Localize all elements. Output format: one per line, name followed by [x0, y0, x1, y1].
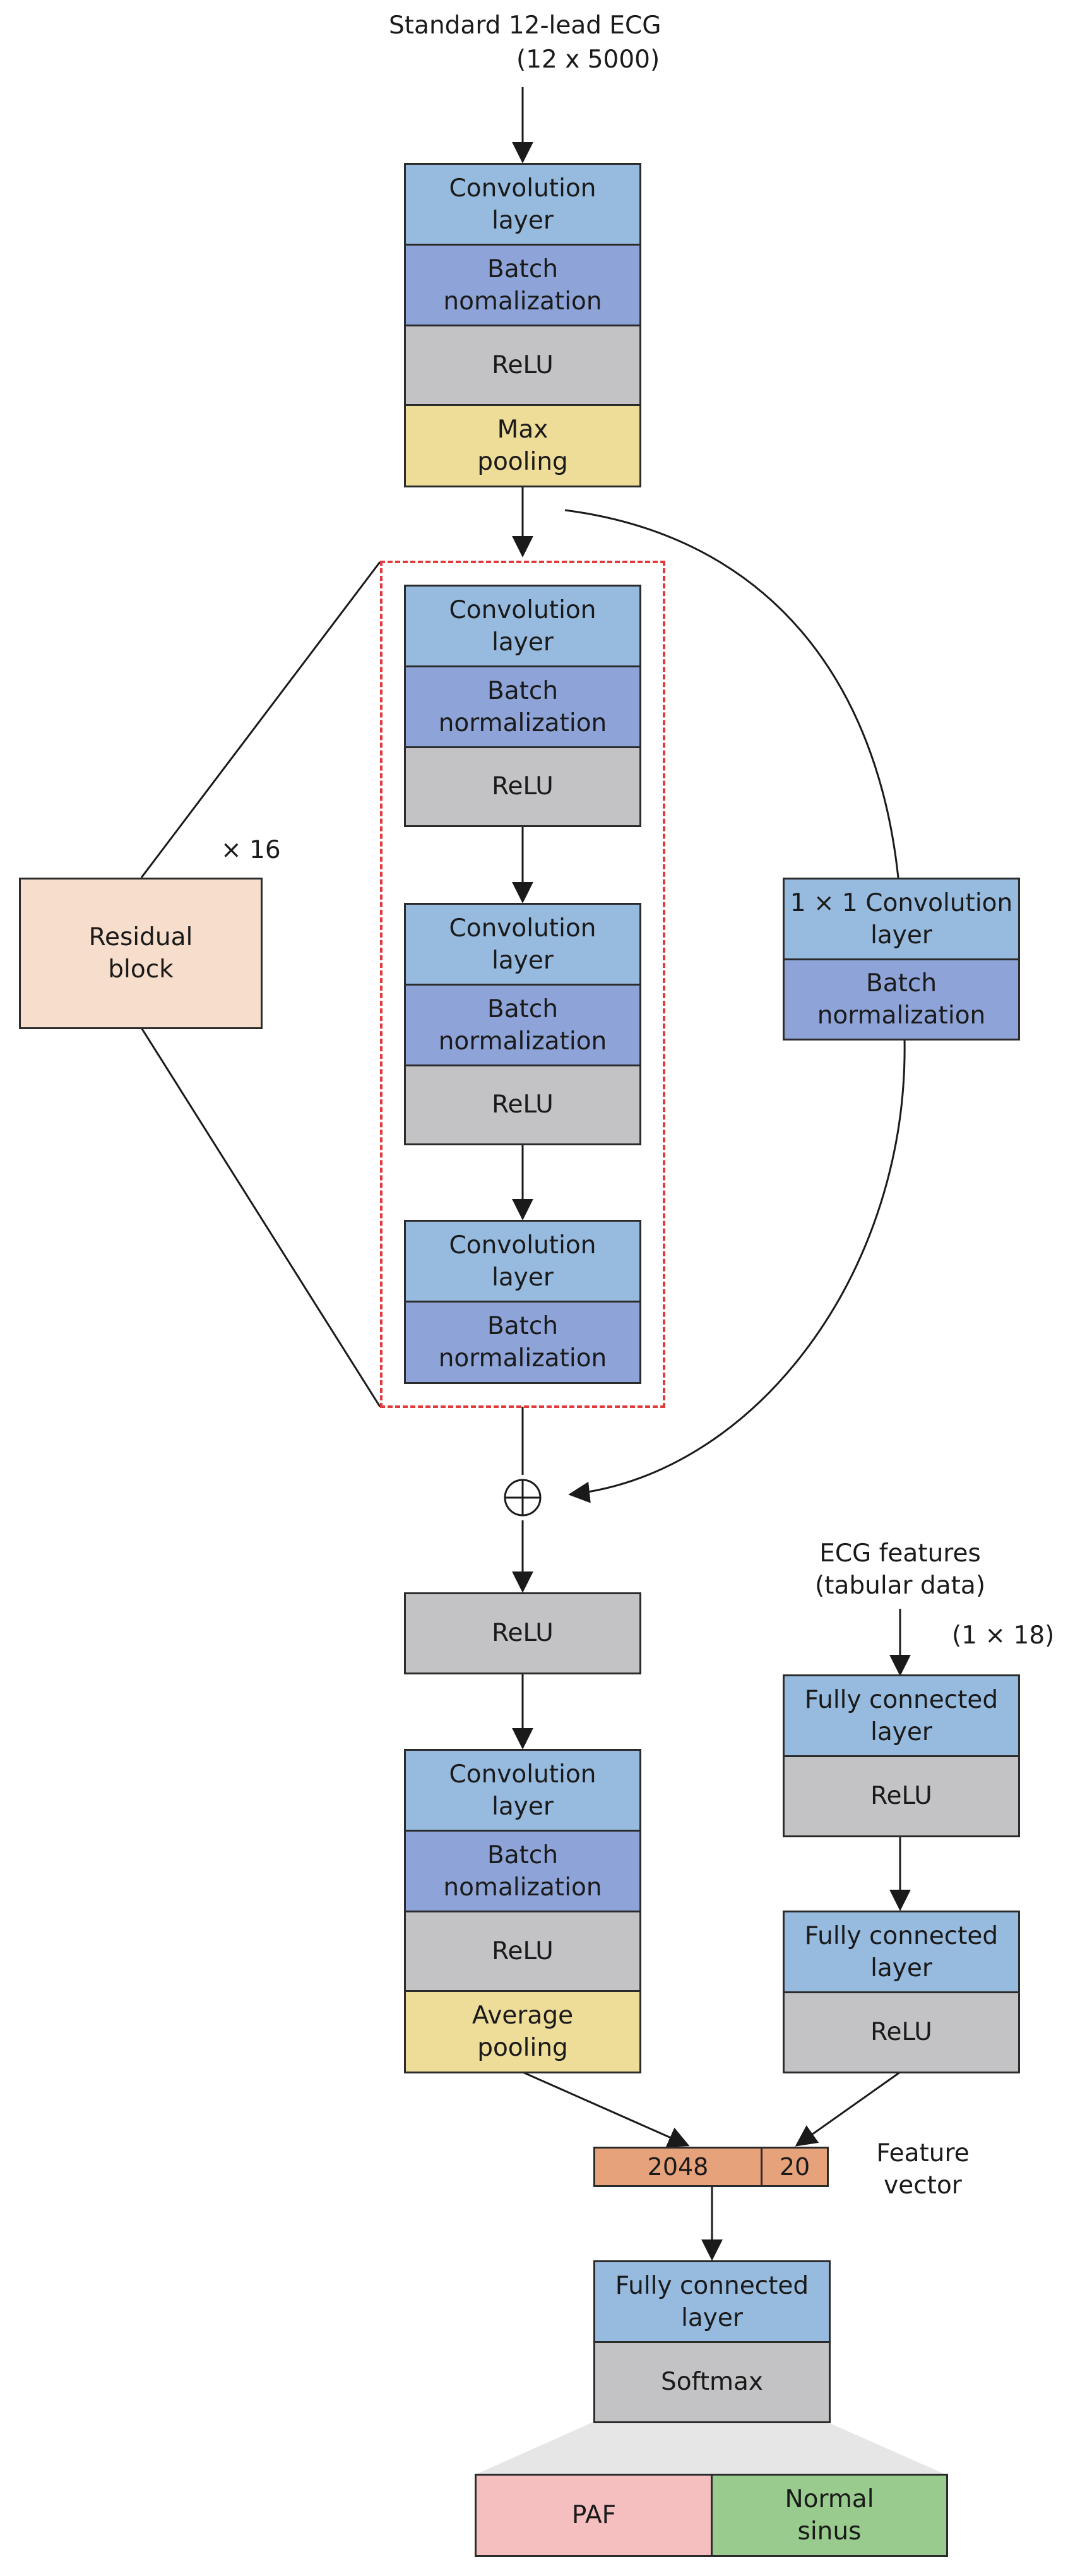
skip-curve-top [564, 509, 899, 878]
output-fan [475, 2422, 947, 2475]
residual-block-container [380, 561, 665, 1408]
arrow-relu-to-feature [795, 2071, 901, 2147]
sum-icon [504, 1479, 542, 1517]
expand-line-bottom [140, 1027, 381, 1407]
post-relu-2: ReLU [404, 1911, 641, 1993]
output-normal-sinus: Normal sinus [711, 2474, 948, 2557]
post-relu: ReLU [404, 1592, 641, 1674]
feature-vector-cnn-part: 2048 [593, 2147, 762, 2187]
arrow-pool-to-feature [522, 2071, 690, 2147]
post-conv-layer: Convolution layer [404, 1749, 641, 1832]
stem-conv-layer: Convolution layer [404, 163, 641, 246]
skip-curve-bottom [568, 1038, 906, 1503]
feature-vector-label: Feature vector [876, 2139, 970, 2200]
res-unit3-conv: Convolution layer [404, 1220, 641, 1303]
stem-relu: ReLU [404, 325, 641, 407]
residual-block-label: Residual block [19, 878, 263, 1029]
tabular-features-label: ECG features (tabular data) [814, 1539, 986, 1600]
tabular-relu-2: ReLU [783, 1991, 1020, 2073]
expand-line-top [140, 561, 381, 878]
head-softmax: Softmax [593, 2341, 831, 2423]
shortcut-batch-norm: Batch normalization [783, 958, 1020, 1041]
input-label: Standard 12-lead ECG [389, 11, 662, 40]
residual-repeat-count: × 16 [221, 836, 281, 864]
input-shape: (12 x 5000) [516, 45, 660, 74]
tabular-features-shape: (1 × 18) [952, 1621, 1055, 1650]
tabular-relu-1: ReLU [783, 1755, 1020, 1837]
res-unit1-batch-norm: Batch normalization [404, 665, 641, 749]
stem-max-pooling: Max pooling [404, 404, 641, 487]
res-unit2-batch-norm: Batch normalization [404, 984, 641, 1067]
tabular-fc-layer-1: Fully connected layer [783, 1674, 1020, 1758]
tabular-fc-layer-2: Fully connected layer [783, 1911, 1020, 1994]
res-unit3-batch-norm: Batch normalization [404, 1301, 641, 1384]
post-average-pooling: Average pooling [404, 1990, 641, 2073]
res-unit2-relu: ReLU [404, 1064, 641, 1145]
head-fc-layer: Fully connected layer [593, 2260, 831, 2344]
output-paf: PAF [475, 2474, 713, 2557]
res-unit1-conv: Convolution layer [404, 585, 641, 668]
stem-batch-norm: Batch nomalization [404, 244, 641, 327]
post-batch-norm: Batch nomalization [404, 1830, 641, 1913]
res-unit2-conv: Convolution layer [404, 903, 641, 986]
shortcut-1x1-conv: 1 × 1 Convolution layer [783, 878, 1020, 961]
res-unit1-relu: ReLU [404, 746, 641, 827]
feature-vector-tabular-part: 20 [761, 2147, 829, 2187]
